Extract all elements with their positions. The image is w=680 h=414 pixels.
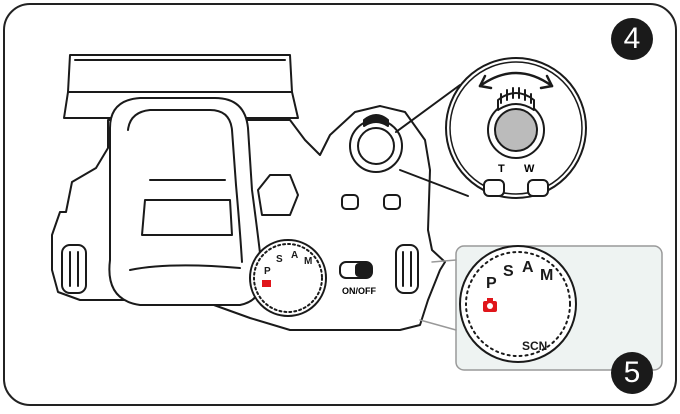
shutter-release-button[interactable] [349,119,403,173]
svg-text:P: P [264,266,271,277]
mode-dial-panel [419,245,663,371]
rotate-arrow-icon [478,71,554,88]
mode-dial-magnified[interactable] [459,245,577,363]
mode-dial-body[interactable] [249,239,327,317]
continuous-shot-button[interactable] [341,194,359,210]
power-switch[interactable] [339,261,373,279]
svg-text:M: M [304,256,312,267]
step-badge-4: 4 [611,18,653,60]
right-strap-lug [395,244,419,294]
left-strap-lug [61,244,87,294]
continuous-shot-button-magnified[interactable] [483,179,505,197]
wide-label: W [524,163,535,175]
step-badge-5: 5 [611,352,653,394]
lens-barrel [63,54,299,119]
auto-mode-icon [483,298,497,312]
tele-label: T [498,163,505,175]
zoom-magnifier [445,57,587,199]
mode-label-m: M [540,267,553,284]
auto-mode-icon-small [262,280,271,287]
mode-label-p: P [486,275,497,292]
camera-grip [108,97,264,306]
zoom-lever-small[interactable] [363,114,389,127]
power-switch-label: ON/OFF [342,286,376,296]
exposure-button[interactable] [383,194,401,210]
mode-dial-labels: P S A M SCN [486,259,553,353]
mode-label-scn: SCN [522,339,547,353]
mode-label-s: S [503,263,514,280]
svg-text:S: S [276,254,283,265]
exposure-button-magnified[interactable] [527,179,549,197]
flash-hood [257,174,299,216]
svg-text:A: A [291,250,298,261]
body-dial-labels: P S A M [264,250,312,277]
callout-line-top [395,84,461,133]
callout-line-bottom [399,169,469,197]
mode-label-a: A [522,259,534,276]
